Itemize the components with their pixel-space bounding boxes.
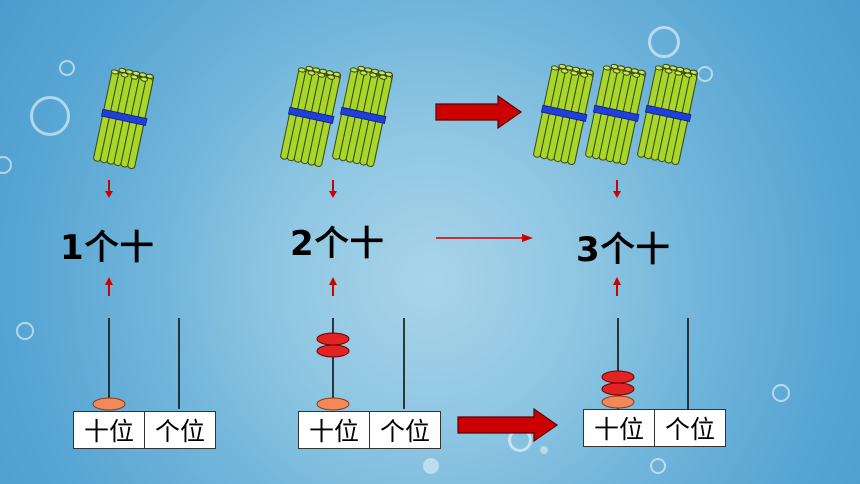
ones-place-cell: 个位 [369, 412, 440, 448]
right-arrow-icon [436, 234, 533, 242]
count-label: 3个十 [576, 230, 671, 270]
abacus-bead [601, 382, 635, 396]
right-block-arrow-icon [457, 407, 559, 443]
stick-bundle [635, 61, 701, 166]
abacus-bead [601, 370, 635, 384]
ones-place-cell: 个位 [654, 410, 725, 446]
abacus-bead [316, 397, 350, 411]
up-arrow-icon [329, 277, 337, 296]
up-arrow-icon [613, 277, 621, 296]
bubble [30, 96, 70, 136]
abacus-bead [316, 344, 350, 358]
down-arrow-icon [105, 180, 113, 198]
bubble [648, 26, 680, 58]
count-label: 1个十 [60, 228, 155, 268]
place-value-table: 十位 个位 [583, 409, 726, 447]
down-arrow-icon [613, 180, 621, 198]
bubble [59, 60, 75, 76]
count-label: 2个十 [290, 224, 385, 264]
abacus-rods [108, 318, 689, 409]
right-block-arrow-icon [435, 94, 523, 130]
bubble [0, 156, 12, 174]
tens-place-cell: 十位 [83, 417, 134, 446]
tens-place-cell: 十位 [308, 417, 359, 446]
bubble [16, 322, 34, 340]
tens-place-cell: 十位 [593, 415, 644, 444]
bubble [423, 458, 439, 474]
bubble [650, 458, 666, 474]
down-arrow-icon [329, 180, 337, 198]
ones-place-cell: 个位 [144, 412, 215, 448]
abacus-bead [316, 332, 350, 346]
bubble [772, 384, 790, 402]
bubble [540, 446, 548, 454]
up-arrow-icon [105, 277, 113, 296]
place-value-table: 十位 个位 [298, 411, 441, 449]
abacus-bead [601, 395, 635, 409]
abacus-bead [92, 397, 126, 411]
stick-bundle [91, 65, 157, 170]
stick-bundle [330, 63, 396, 168]
place-value-table: 十位 个位 [73, 411, 216, 449]
